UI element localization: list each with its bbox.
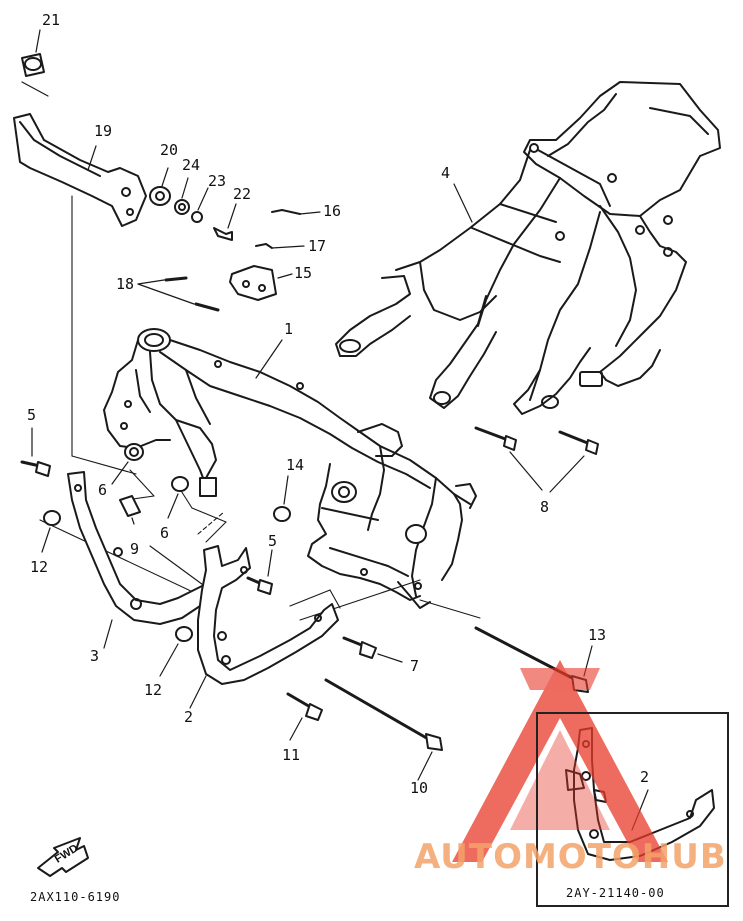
left-fasteners — [20, 427, 291, 677]
callout-12-left: 12 — [30, 558, 49, 576]
callout-23: 23 — [208, 172, 227, 190]
part-3-left-bracket — [67, 471, 219, 649]
part-1-main-frame — [103, 328, 477, 609]
callout-7: 7 — [410, 657, 420, 675]
callout-3: 3 — [90, 647, 100, 665]
part-4-rear-subframe — [335, 81, 721, 415]
inset-part-code: 2AY-21140-00 — [566, 886, 665, 900]
callout-2-main: 2 — [184, 708, 194, 726]
callout-5-right: 5 — [268, 532, 278, 550]
callout-16: 16 — [323, 202, 342, 220]
callout-13: 13 — [588, 626, 607, 644]
callout-20: 20 — [160, 141, 179, 159]
bushing-stack — [149, 167, 237, 241]
inset-frame — [536, 712, 729, 907]
part-19-bracket — [13, 113, 147, 227]
parts-10-11-bolts — [286, 678, 443, 781]
watermark-logo — [452, 660, 668, 862]
callout-6-right: 6 — [160, 524, 170, 542]
watermark-text: AUTOMOTOHUB — [414, 837, 727, 877]
callout-17: 17 — [308, 237, 327, 255]
callout-2-inset: 2 — [640, 768, 650, 786]
callout-5-left: 5 — [27, 406, 37, 424]
forward-arrow — [37, 837, 89, 877]
callout-21: 21 — [42, 11, 61, 29]
callout-6-left: 6 — [98, 481, 108, 499]
callout-9: 9 — [130, 540, 140, 558]
callout-11: 11 — [282, 746, 301, 764]
callout-8: 8 — [540, 498, 550, 516]
callout-10: 10 — [410, 779, 429, 797]
callout-22: 22 — [233, 185, 252, 203]
callout-4: 4 — [441, 164, 451, 182]
callout-15: 15 — [294, 264, 313, 282]
callout-18: 18 — [116, 275, 135, 293]
part-2-right-bracket — [189, 545, 339, 709]
callout-1: 1 — [284, 320, 294, 338]
small-parts-15-18 — [137, 209, 321, 312]
mount-bolts — [246, 549, 403, 663]
part-21-bushing — [21, 29, 49, 97]
callout-19: 19 — [94, 122, 113, 140]
callout-12-right: 12 — [144, 681, 163, 699]
callout-14: 14 — [286, 456, 305, 474]
part-8-bolts — [474, 426, 599, 493]
callout-24: 24 — [182, 156, 201, 174]
diagram-part-code: 2AX110-6190 — [30, 890, 121, 904]
